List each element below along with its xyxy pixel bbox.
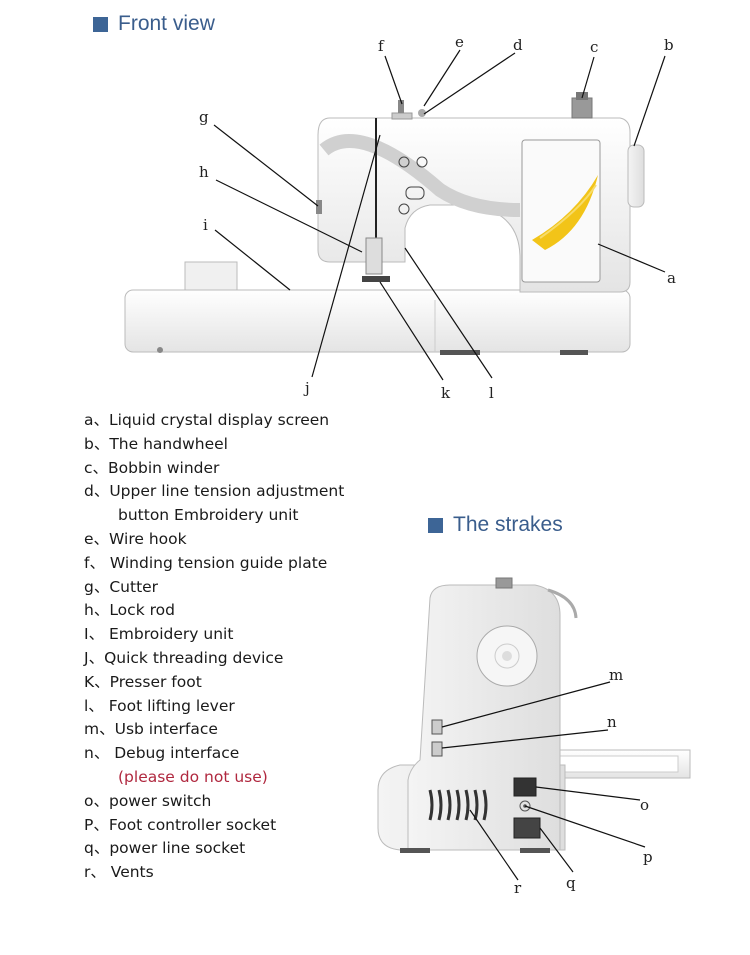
bobbin-winder <box>571 97 593 119</box>
callout-h: h <box>199 163 209 181</box>
callout-k: k <box>441 384 451 402</box>
legend-item: K、Presser foot <box>84 672 202 691</box>
front-callout-labels: a b c d e f g h i j k l <box>199 33 676 402</box>
strakes-title-text: The strakes <box>453 513 563 536</box>
front-view-title-text: Front view <box>118 12 215 35</box>
callout-r: r <box>514 879 522 897</box>
legend-item: n、 Debug interface <box>84 744 240 763</box>
callout-l: l <box>489 384 494 402</box>
legend-item: a、Liquid crystal display screen <box>84 411 330 429</box>
callout-e: e <box>455 33 464 51</box>
title-square-icon <box>428 517 443 533</box>
callout-b: b <box>664 36 674 54</box>
title-square-icon <box>93 16 108 32</box>
callout-j: j <box>303 379 310 397</box>
legend-item: J、Quick threading device <box>84 648 284 667</box>
legend-item: f、 Winding tension guide plate <box>84 553 328 572</box>
legend-item: m、Usb interface <box>84 720 218 739</box>
legend-item: q、power line socket <box>84 839 246 858</box>
legend-item: button Embroidery unit <box>118 506 299 525</box>
legend-item: I、 Embroidery unit <box>84 625 234 644</box>
callout-a: a <box>667 269 676 287</box>
parts-legend: a、Liquid crystal display screen b、The ha… <box>84 409 344 885</box>
legend-item: d、Upper line tension adjustment <box>84 482 345 501</box>
side-callout-lines <box>441 681 646 881</box>
callout-g: g <box>199 108 209 126</box>
callout-c: c <box>590 38 598 56</box>
callout-d: d <box>513 36 523 54</box>
callout-n: n <box>607 713 617 731</box>
strakes-title: The strakes <box>428 513 563 537</box>
callout-i: i <box>203 216 208 234</box>
embroidery-unit-base <box>124 289 631 353</box>
legend-item: P、Foot controller socket <box>84 815 277 834</box>
legend-item: l、 Foot lifting lever <box>84 696 235 715</box>
lcd-screen <box>521 139 601 283</box>
legend-item: o、power switch <box>84 791 212 810</box>
front-view-title: Front view <box>93 12 215 36</box>
legend-item: r、 Vents <box>84 863 154 882</box>
handwheel <box>627 144 645 208</box>
legend-note: (please do not use) <box>118 767 268 786</box>
callout-p: p <box>643 848 653 866</box>
legend-item: e、Wire hook <box>84 529 187 548</box>
legend-item: c、Bobbin winder <box>84 458 220 477</box>
side-callout-labels: m n o p q r <box>514 666 653 897</box>
callout-q: q <box>566 874 576 892</box>
legend-item: h、Lock rod <box>84 601 175 620</box>
front-callout-lines <box>213 49 666 381</box>
vents <box>428 789 488 821</box>
legend-item: g、Cutter <box>84 577 159 596</box>
front-machine <box>124 92 645 355</box>
callout-m: m <box>609 666 623 684</box>
callout-f: f <box>378 37 385 55</box>
callout-o: o <box>640 796 649 814</box>
legend-item: b、The handwheel <box>84 434 228 453</box>
side-machine <box>377 577 691 853</box>
